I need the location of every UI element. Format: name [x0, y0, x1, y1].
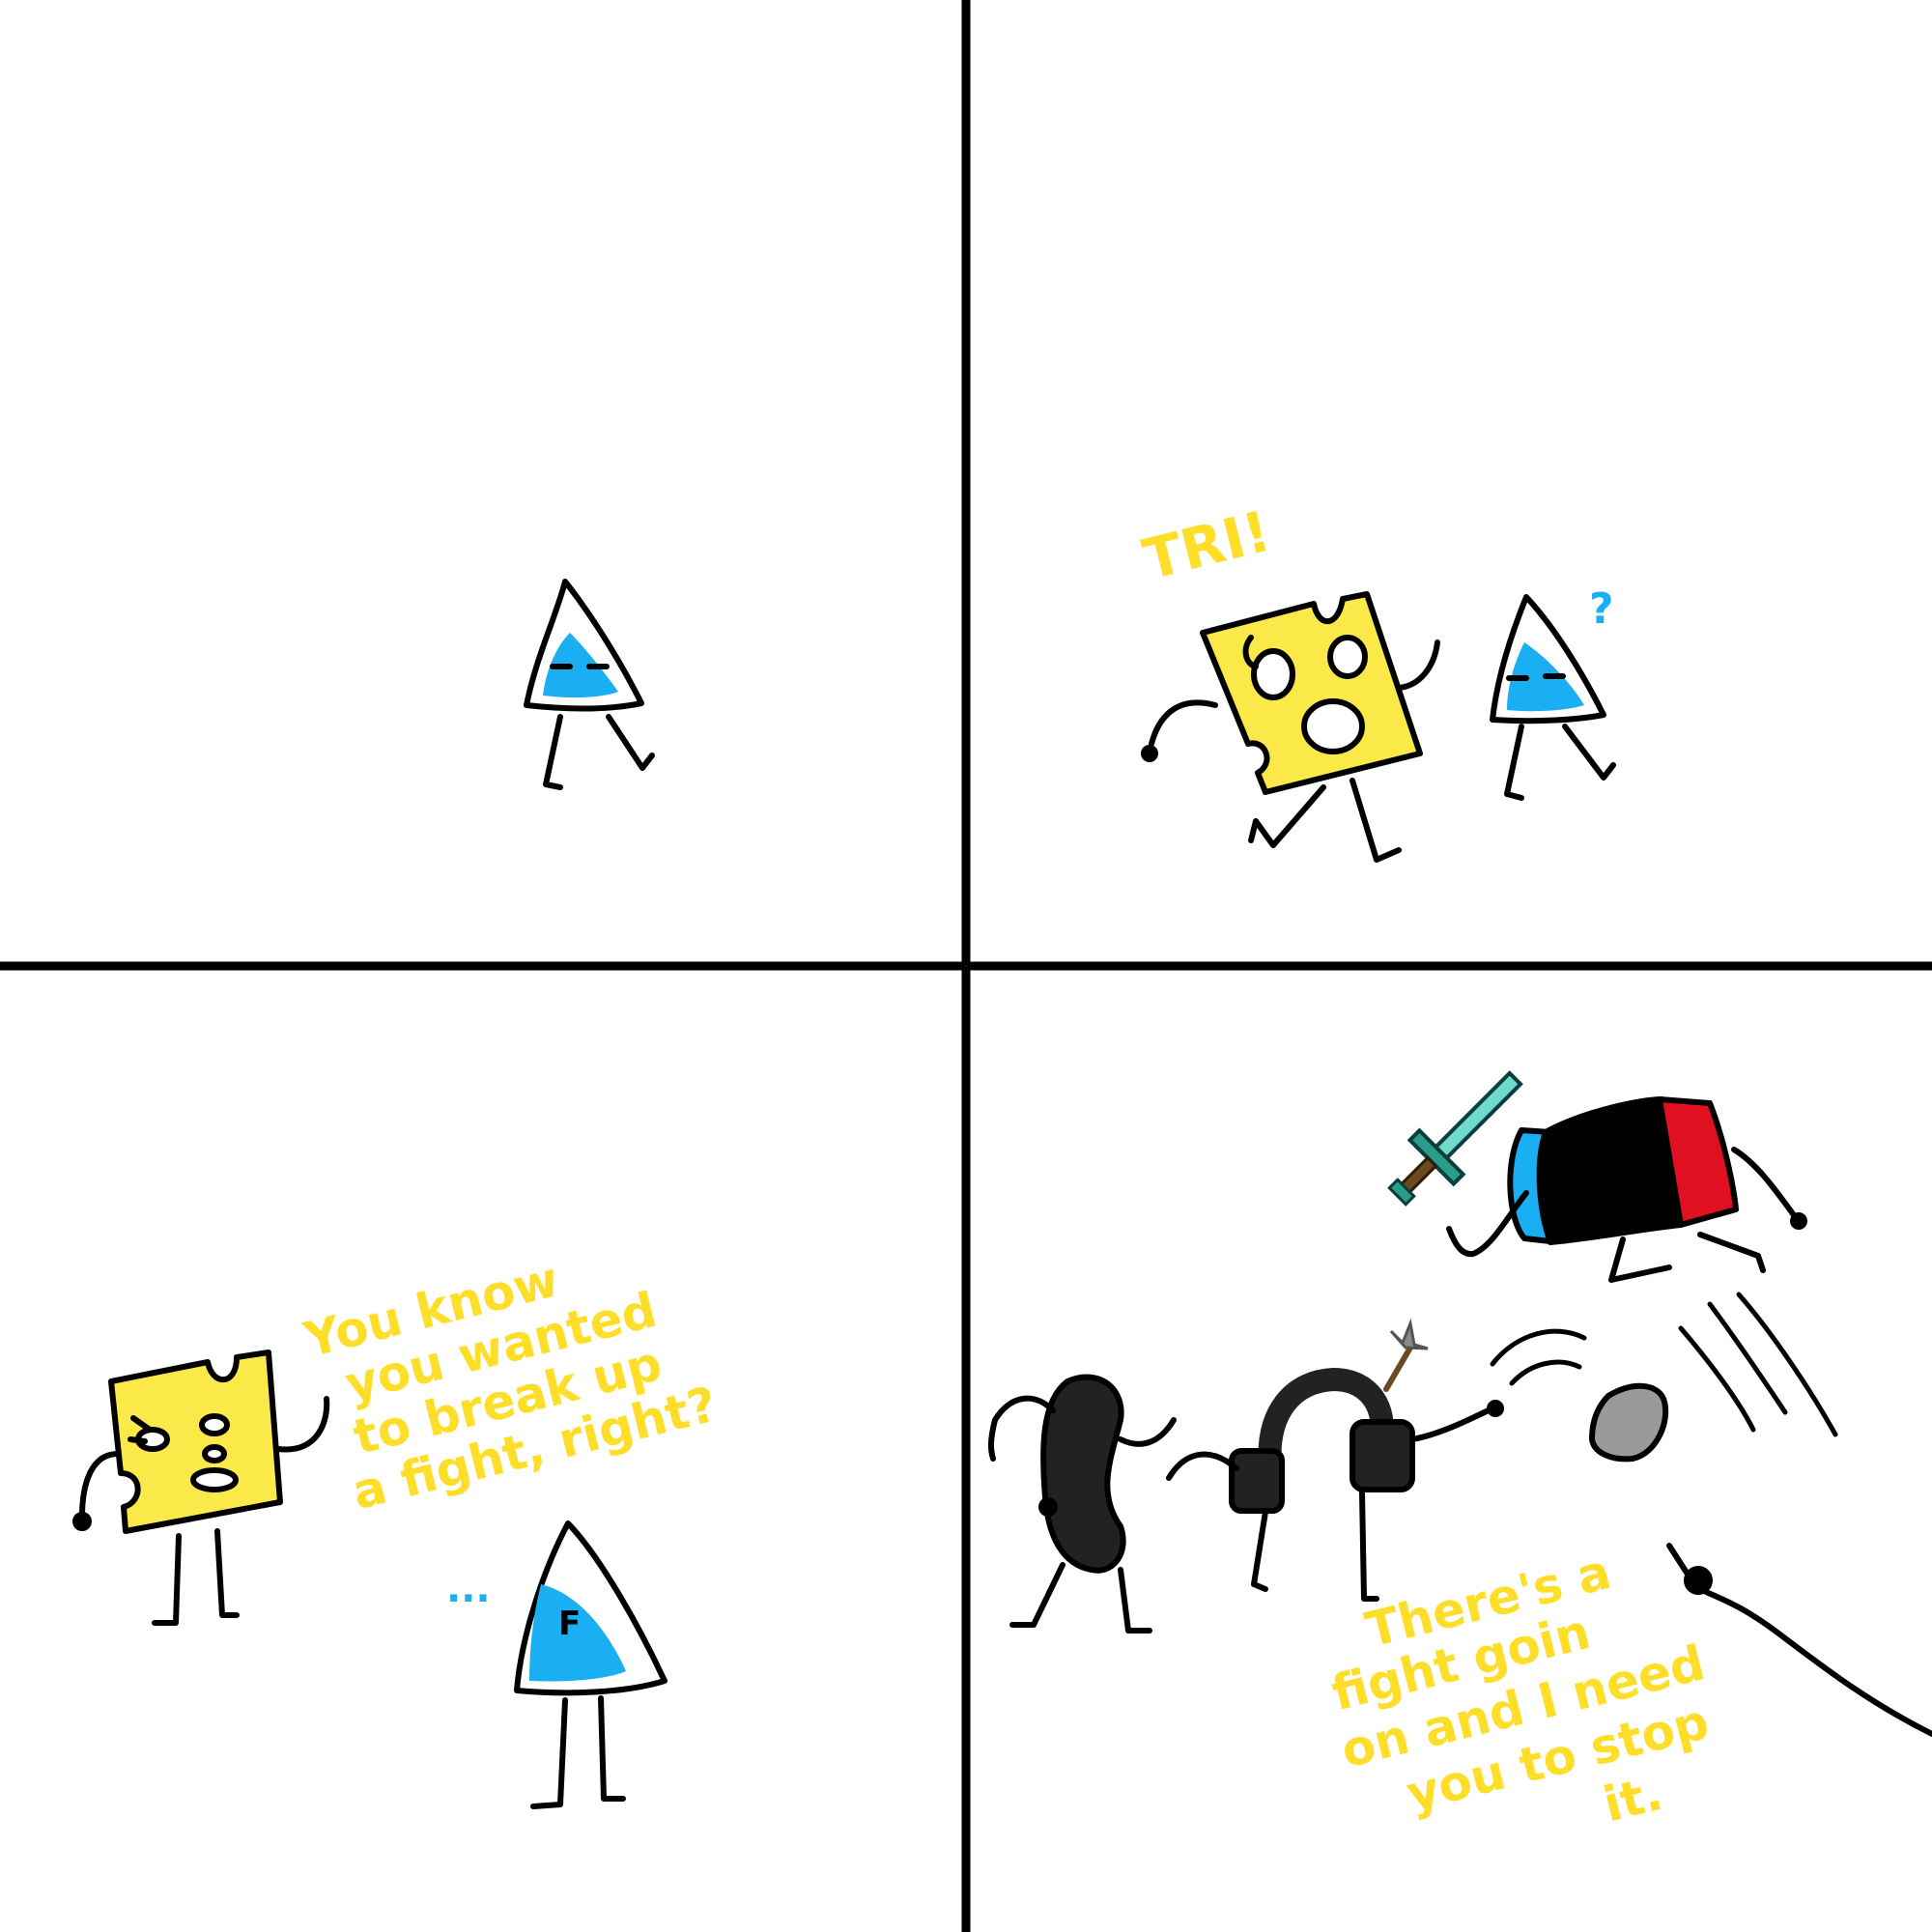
cheese-left-leg: [1248, 784, 1326, 848]
bean-right-leg: [1118, 1567, 1152, 1634]
cheese-mouth: [190, 1467, 239, 1492]
cheese-brow: [128, 1415, 153, 1444]
rock: [1588, 1382, 1669, 1463]
headphones-left-arm: [1166, 1451, 1239, 1481]
cheese-character: [72, 1350, 330, 1626]
headphones-left-leg: [1251, 1509, 1268, 1592]
console-left-leg: [1608, 1236, 1672, 1283]
pointing-arm: [1666, 1543, 1932, 1737]
triangle-left-leg: [530, 1697, 568, 1809]
cheese-right-leg: [214, 1528, 240, 1618]
console-right-arm: [1731, 1147, 1800, 1222]
panel-1: [524, 579, 655, 790]
headphones-band: [1258, 1368, 1394, 1480]
sword-pommel: [1387, 1178, 1416, 1207]
ellipsis-text: ...: [446, 1567, 491, 1611]
motion-lines: [1490, 1292, 1838, 1437]
shirt-letter: F: [558, 1605, 581, 1643]
bean-character: [987, 1374, 1177, 1634]
triangle-character: [514, 1520, 668, 1809]
cheese-character: [1141, 591, 1440, 863]
triangle-right-leg: [598, 1695, 626, 1802]
cheese-body: [108, 1350, 283, 1534]
panel-4: There's a fight goin on and I need you t…: [987, 1070, 1932, 1833]
triangle-blue-face: [543, 633, 618, 698]
triangle-character: [524, 579, 655, 790]
bean-left-arm: [987, 1395, 1056, 1462]
game-console-character: [1446, 1096, 1807, 1283]
panel-3: You know you wanted to break up a fight,…: [72, 1251, 723, 1809]
bean-body: [1040, 1374, 1126, 1574]
bean-left-leg: [1009, 1562, 1065, 1628]
headphones-right-arm: [1409, 1406, 1495, 1442]
diamond-sword: [1387, 1070, 1523, 1207]
speech-line-5: it.: [1598, 1765, 1667, 1833]
cheese-left-arm: [1149, 699, 1218, 747]
cheese-left-hand: [72, 1512, 92, 1531]
headphones-left-cup: [1229, 1448, 1285, 1514]
cheese-left-arm: [79, 1451, 121, 1520]
console-black-body: [1536, 1096, 1684, 1245]
console-red-side: [1657, 1096, 1739, 1228]
cheese-right-eye: [1327, 635, 1368, 679]
pointing-arm-line: [1697, 1586, 1932, 1737]
cheese-left-leg: [152, 1533, 182, 1626]
triangle-blue-face: [529, 1584, 626, 1682]
console-right-leg: [1697, 1232, 1766, 1273]
cheese-right-leg: [1350, 778, 1402, 863]
bean-right-arm: [1118, 1417, 1177, 1447]
headphones-character: [1166, 1368, 1504, 1602]
triangle-left-leg: [543, 714, 563, 790]
headphones-right-leg: [1359, 1490, 1379, 1602]
cheese-right-eye: [199, 1413, 230, 1436]
cheese-body: [1200, 591, 1423, 795]
cheese-right-eye-2: [202, 1444, 227, 1463]
arrow: [1383, 1318, 1429, 1392]
console-right-hand: [1790, 1212, 1807, 1230]
cheese-right-arm: [1396, 639, 1440, 691]
triangle-right-leg: [1562, 724, 1616, 781]
question-mark: ?: [1589, 584, 1614, 634]
cheese-mouth: [1301, 698, 1365, 754]
triangle-character: [1490, 594, 1616, 801]
pointing-hand: [1684, 1566, 1713, 1595]
cheese-left-hand: [1141, 745, 1158, 762]
headphones-right-cup: [1350, 1419, 1415, 1492]
cheese-worried-brow: [1242, 635, 1259, 669]
console-left-arm: [1446, 1190, 1529, 1258]
triangle-eyes: [1506, 673, 1566, 681]
arrow-fletching: [1389, 1318, 1429, 1350]
cheese-left-eye: [1251, 648, 1295, 700]
arrow-shaft: [1383, 1345, 1413, 1392]
cheese-right-arm: [275, 1396, 330, 1453]
headphones-hand: [1487, 1400, 1504, 1417]
triangle-right-leg: [606, 714, 655, 771]
bean-elbow: [1038, 1497, 1058, 1517]
triangle-left-leg: [1504, 724, 1524, 801]
